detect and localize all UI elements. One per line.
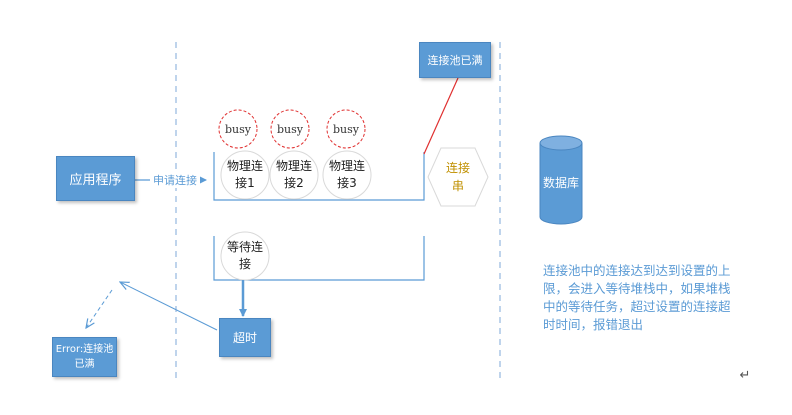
application-box: 应用程序: [56, 156, 135, 201]
explanation-note: 连接池中的连接达到达到设置的上限，会进入等待堆栈中，如果堆栈中的等待任务，超过设…: [543, 263, 731, 332]
busy-label-1: busy: [225, 122, 251, 136]
timeout-box: 超时: [219, 318, 271, 357]
busy-circle-3: [326, 109, 366, 149]
physical-connection-label-3: 物理连 接3: [328, 159, 365, 190]
request-label: 申请连接: [150, 172, 200, 188]
wait-stack-container: [213, 236, 425, 281]
busy-circle-1: [218, 109, 258, 149]
error-dashed-arrow: [86, 289, 113, 328]
connection-string-hexagon: [427, 147, 489, 207]
physical-connection-3: [322, 150, 372, 200]
error-path-arrow: [120, 282, 218, 331]
pool-full-pointer: [423, 77, 459, 155]
timeout-label: 超时: [232, 331, 257, 345]
database-icon: [539, 135, 583, 225]
pool-full-box: 连接池已满: [419, 42, 491, 78]
application-label: 应用程序: [69, 173, 122, 188]
physical-connection-2: [269, 150, 319, 200]
waiting-connection: [220, 231, 270, 281]
waiting-connection-label: 等待连 接: [226, 240, 263, 271]
database-label: 数据库: [542, 175, 579, 190]
busy-label-3: busy: [333, 122, 359, 136]
busy-circle-2: [270, 109, 310, 149]
pool-full-label: 连接池已满: [427, 54, 483, 67]
connection-string-label: 连接 串: [445, 161, 470, 193]
busy-label-2: busy: [277, 122, 303, 136]
physical-connection-label-2: 物理连 接2: [275, 159, 312, 190]
physical-connection-label-1: 物理连 接1: [226, 159, 263, 190]
error-box: Error:连接池 已满: [52, 337, 117, 377]
physical-connection-1: [220, 150, 270, 200]
paragraph-return-mark: ↵: [739, 367, 751, 383]
pool-container: [213, 152, 425, 201]
